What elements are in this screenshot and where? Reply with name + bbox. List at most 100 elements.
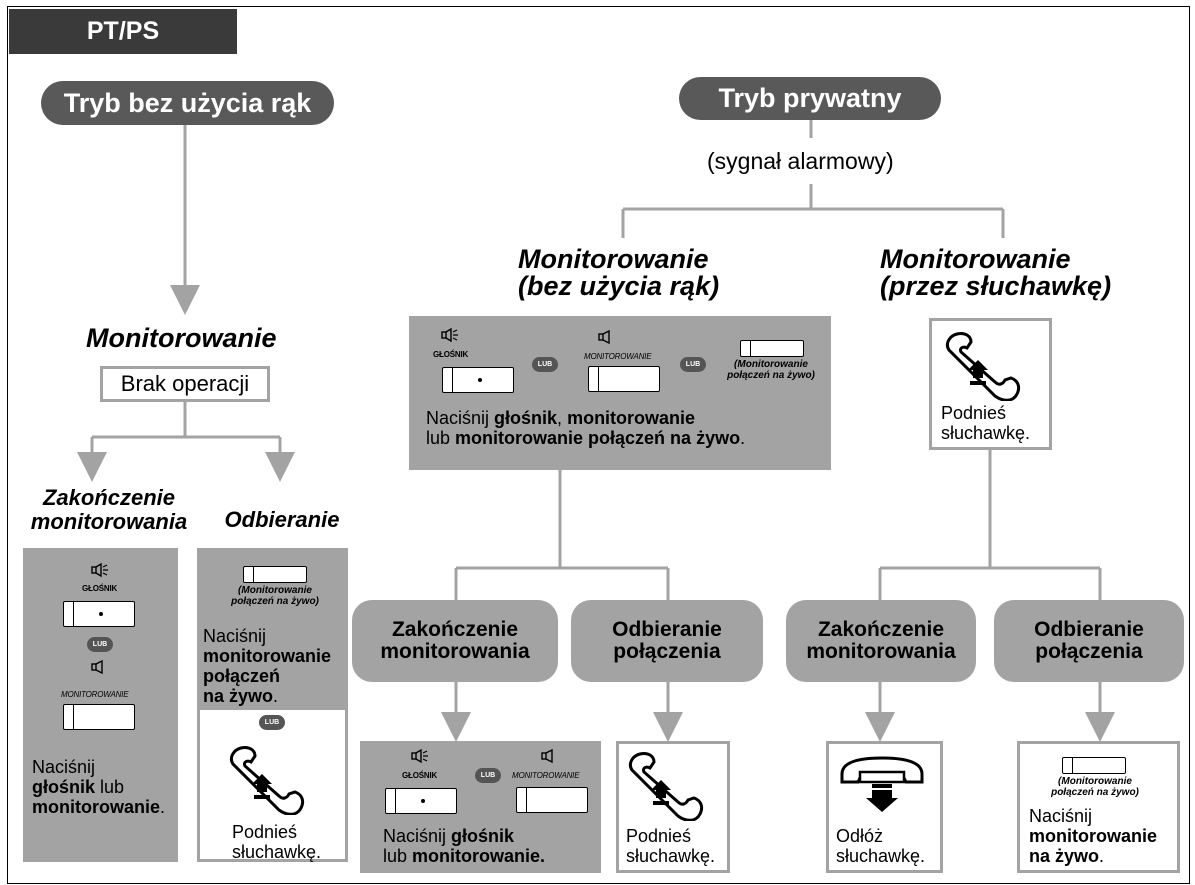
live-monitor-key[interactable] <box>740 340 804 357</box>
or-badge: LUB <box>532 357 558 372</box>
diagram-frame <box>7 6 1190 884</box>
instruction-line: Naciśnij <box>1029 806 1093 826</box>
live-monitor-label: (Monitorowanie połączeń na żywo) <box>231 585 319 607</box>
answer-call-pill: Odbieranie połączenia <box>994 600 1184 682</box>
monitor-key[interactable] <box>516 787 588 813</box>
monitoring-heading: Monitorowanie <box>86 323 277 353</box>
or-badge: LUB <box>87 637 113 652</box>
instruction-line: głośnik lub <box>32 777 165 797</box>
instruction-line: monitorowanie <box>1029 826 1157 846</box>
speaker-key[interactable] <box>385 788 457 814</box>
lift-handset-text: Podnieś słuchawkę. <box>626 826 715 866</box>
instruction-line: lub monitorowanie. <box>383 846 545 866</box>
monitor-key[interactable] <box>63 704 135 730</box>
monitor-icon <box>598 330 610 345</box>
mode-pill-hands-free: Tryb bez użycia rąk <box>41 81 334 125</box>
handset-lift-icon <box>229 746 305 815</box>
bold-term: na żywo <box>1029 846 1100 867</box>
bold-term: monitorowanie. <box>412 846 546 867</box>
end-monitoring-pill: Zakończenie monitorowania <box>352 600 558 682</box>
instruction-line: Podnieś <box>941 403 1007 423</box>
or-badge: LUB <box>680 357 706 372</box>
instruction-line: monitorowanie. <box>32 797 165 817</box>
header-tab: PT/PS <box>9 9 237 54</box>
instruction-line: połączeń <box>203 666 331 686</box>
live-monitor-label: (Monitorowanie połączeń na żywo) <box>727 359 815 381</box>
instruction-line: Odłóż <box>836 826 884 846</box>
mode-pill-private: Tryb prywatny <box>679 77 941 120</box>
answer-heading: Odbieranie <box>224 507 340 532</box>
answer-call-pill: Odbieranie połączenia <box>571 600 763 682</box>
hands-free-monitoring-heading: Monitorowanie (bez użycia rąk) <box>518 244 720 301</box>
or-badge: LUB <box>259 715 285 730</box>
alarm-signal-text: (sygnał alarmowy) <box>707 148 894 174</box>
instruction-text: . <box>273 686 279 707</box>
monitor-label: MONITOROWANIE <box>584 352 652 361</box>
handset-monitoring-heading: Monitorowanie (przez słuchawkę) <box>880 244 1112 301</box>
bold-term: głośnik <box>451 826 515 846</box>
monitor-icon <box>541 749 553 764</box>
instruction-line: Podnieś <box>232 822 298 842</box>
instruction-line: na żywo. <box>203 686 331 706</box>
live-monitor-key[interactable] <box>1062 757 1126 774</box>
bold-term: monitorowanie <box>567 408 696 428</box>
end-monitoring-instructions: Naciśnij głośnik lub monitorowanie. <box>383 826 545 866</box>
instruction-text: lub <box>95 777 125 798</box>
instruction-line: słuchawkę. <box>836 846 926 867</box>
handset-lift-icon <box>945 332 1021 401</box>
monitor-key[interactable] <box>588 366 660 392</box>
instruction-line: monitorowanie <box>203 646 331 666</box>
instruction-line: słuchawkę. <box>626 846 716 867</box>
handset-lift-icon <box>628 752 704 821</box>
speaker-icon <box>91 563 108 578</box>
instruction-text: , <box>557 408 568 428</box>
speaker-icon <box>441 328 458 343</box>
monitor-label: MONITOROWANIE <box>512 771 580 780</box>
bold-term: głośnik <box>494 408 558 428</box>
instruction-line: Naciśnij <box>203 626 267 646</box>
speaker-label: GŁOŚNIK <box>433 350 469 359</box>
end-monitoring-pill: Zakończenie monitorowania <box>786 600 976 682</box>
instruction-line: słuchawkę. <box>941 423 1031 444</box>
instruction-text: lub <box>383 846 413 867</box>
lift-handset-text: Podnieś słuchawkę. <box>232 822 321 862</box>
answer-instructions: Naciśnij monitorowanie połączeń na żywo. <box>203 626 331 707</box>
instruction-text: . <box>740 428 746 449</box>
monitor-label: MONITOROWANIE <box>61 690 129 699</box>
answer-instructions: Naciśnij monitorowanie na żywo. <box>1029 806 1157 866</box>
instruction-line: Podnieś <box>626 826 692 846</box>
end-monitoring-heading: Zakończenie monitorowania <box>30 485 188 534</box>
bold-term: monitorowanie połączeń na żywo <box>455 428 741 449</box>
end-monitoring-instructions: Naciśnij głośnik lub monitorowanie. <box>32 757 165 817</box>
instruction-line: Naciśnij głośnik, monitorowanie <box>426 408 745 428</box>
speaker-key[interactable] <box>442 367 514 393</box>
bold-term: połączeń <box>203 666 281 687</box>
speaker-label: GŁOŚNIK <box>82 584 118 593</box>
lift-handset-text: Podnieś słuchawkę. <box>941 403 1030 443</box>
instruction-line: Naciśnij głośnik <box>383 826 545 846</box>
live-monitor-label: (Monitorowanie połączeń na żywo) <box>1051 776 1139 798</box>
monitor-icon <box>91 660 103 675</box>
or-badge: LUB <box>475 768 501 783</box>
instruction-line: na żywo. <box>1029 846 1157 866</box>
instruction-text: Naciśnij <box>426 408 495 428</box>
instruction-text: lub <box>426 428 456 449</box>
instruction-line: słuchawkę. <box>232 842 322 863</box>
instruction-text: Naciśnij <box>383 826 452 846</box>
bold-term: monitorowanie <box>1029 826 1158 847</box>
answer-handset-box <box>197 707 348 862</box>
bold-term: na żywo <box>203 686 274 707</box>
instruction-text: . <box>160 797 166 818</box>
bold-term: monitorowanie <box>32 797 161 818</box>
no-operation-box: Brak operacji <box>100 366 270 402</box>
hands-free-instructions: Naciśnij głośnik, monitorowanie lub moni… <box>426 408 745 448</box>
bold-term: głośnik <box>32 777 96 798</box>
speaker-icon <box>411 749 428 764</box>
live-monitor-key[interactable] <box>243 566 307 583</box>
speaker-label: GŁOŚNIK <box>402 771 438 780</box>
bold-term: monitorowanie <box>203 646 332 667</box>
instruction-line: Naciśnij <box>32 757 96 777</box>
hang-up-text: Odłóż słuchawkę. <box>836 826 925 866</box>
speaker-key[interactable] <box>63 601 135 627</box>
